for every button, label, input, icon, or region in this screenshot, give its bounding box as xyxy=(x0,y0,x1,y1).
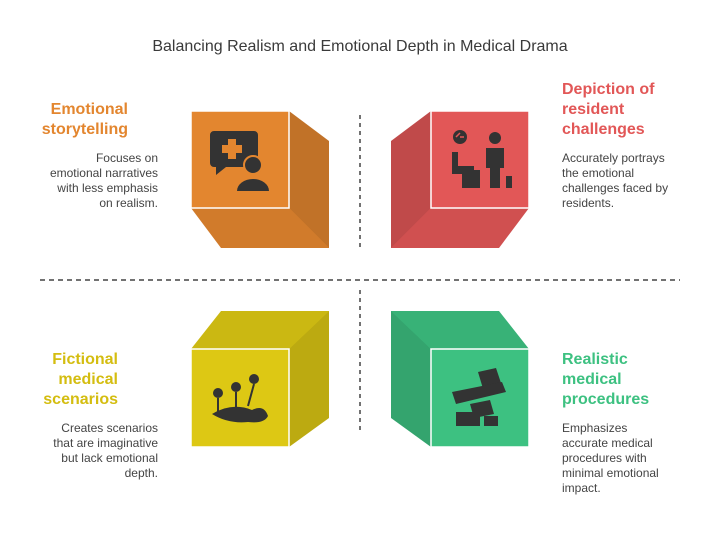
box-front-face xyxy=(190,348,290,448)
box-top-face xyxy=(391,311,529,349)
desc-line: accurate medical xyxy=(562,436,653,450)
desc-line: on realism. xyxy=(99,196,158,210)
medical-chat-icon xyxy=(210,131,269,191)
quadrant-heading-fictional-scenarios: Fictional medical scenarios xyxy=(20,350,118,410)
desc-line: residents. xyxy=(562,196,615,210)
desc-line: the emotional xyxy=(562,166,635,180)
heading-line: procedures xyxy=(562,391,650,408)
heading-line: challenges xyxy=(562,121,645,138)
box-side-face xyxy=(289,311,329,447)
quadrant-desc-realistic-procedures: Emphasizes accurate medical procedures w… xyxy=(562,421,712,496)
desc-line: Accurately portrays xyxy=(562,151,665,165)
desc-line: challenges faced by xyxy=(562,181,669,195)
box-bottom-face xyxy=(391,208,529,248)
desc-line: minimal emotional xyxy=(562,466,659,480)
desc-line: Focuses on xyxy=(95,151,158,165)
acupuncture-icon xyxy=(212,374,268,423)
heading-line: medical xyxy=(562,371,622,388)
box-side-face xyxy=(289,111,329,248)
box-realistic-procedures xyxy=(391,311,530,448)
quadrant-heading-realistic-procedures: Realistic medical procedures xyxy=(562,350,712,410)
box-resident-challenges xyxy=(391,110,530,248)
box-emotional-storytelling xyxy=(190,110,329,248)
desc-line: that are imaginative xyxy=(53,436,158,450)
heading-line: resident xyxy=(562,101,625,118)
heading-line: scenarios xyxy=(43,391,118,408)
desc-line: with less emphasis xyxy=(57,181,158,195)
quadrant-desc-fictional-scenarios: Creates scenarios that are imaginative b… xyxy=(20,421,158,481)
desc-line: Creates scenarios xyxy=(61,421,158,435)
box-top-face xyxy=(191,311,329,349)
box-front-face xyxy=(430,110,530,209)
box-bottom-face xyxy=(191,208,329,248)
desc-line: emotional narratives xyxy=(49,166,158,180)
diagram-title: Balancing Realism and Emotional Depth in… xyxy=(152,38,568,55)
box-side-face xyxy=(391,111,431,248)
quadrant-heading-resident-challenges: Depiction of resident challenges xyxy=(562,80,712,140)
desc-line: Emphasizes xyxy=(562,421,628,435)
surgery-table-icon xyxy=(452,368,506,426)
desc-line: but lack emotional xyxy=(61,451,158,465)
quadrant-desc-resident-challenges: Accurately portrays the emotional challe… xyxy=(562,151,712,211)
patient-doctor-icon xyxy=(452,130,512,188)
desc-line: depth. xyxy=(124,466,158,480)
heading-line: storytelling xyxy=(41,121,128,138)
heading-line: medical xyxy=(58,371,118,388)
desc-line: procedures with xyxy=(562,451,647,465)
heading-line: Realistic xyxy=(562,351,628,368)
box-side-face xyxy=(391,311,431,447)
heading-line: Fictional xyxy=(52,351,118,368)
heading-line: Emotional xyxy=(50,101,128,118)
box-fictional-scenarios xyxy=(190,311,329,448)
desc-line: impact. xyxy=(562,481,601,495)
quadrant-desc-emotional-storytelling: Focuses on emotional narratives with les… xyxy=(20,151,158,211)
heading-line: Depiction of xyxy=(562,81,655,98)
quadrant-heading-emotional-storytelling: Emotional storytelling xyxy=(20,100,128,140)
